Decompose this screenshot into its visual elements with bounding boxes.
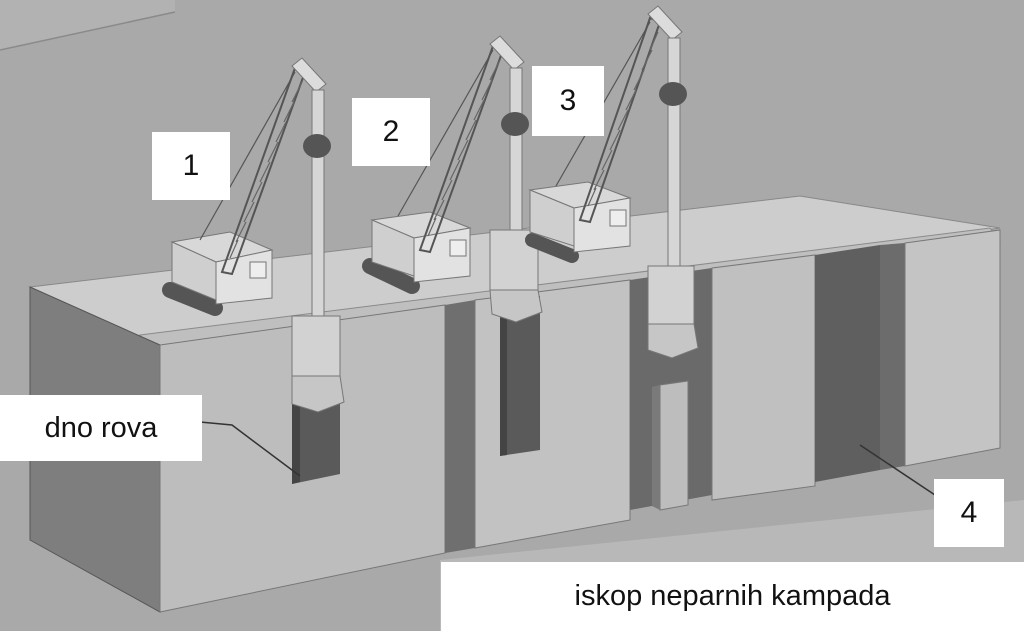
trench-slot-2-side bbox=[500, 300, 507, 456]
guide-post bbox=[659, 380, 689, 511]
crane-1-track bbox=[162, 282, 223, 316]
crane-1 bbox=[162, 57, 345, 413]
crane-3 bbox=[525, 5, 699, 359]
wall-panel-4 bbox=[904, 229, 1001, 467]
crane-3-window bbox=[609, 209, 627, 227]
crane-3-track bbox=[525, 233, 579, 263]
crane-2-window bbox=[449, 239, 467, 257]
label-crane-1: 1 bbox=[152, 132, 230, 200]
horizon-line bbox=[0, 11, 176, 51]
trench-slot-2 bbox=[500, 296, 540, 456]
crane-3-grab-body bbox=[647, 265, 695, 325]
guide-post-side bbox=[652, 385, 660, 510]
label-crane-2: 2 bbox=[352, 98, 430, 166]
crane-3-mast bbox=[667, 37, 681, 271]
wall-panel-3 bbox=[711, 254, 816, 501]
caption: iskop neparnih kampada bbox=[441, 562, 1024, 631]
wall-gap-1 bbox=[445, 300, 475, 553]
crane-2-cable bbox=[397, 49, 494, 217]
crane-2-track bbox=[362, 258, 420, 294]
crane-2-grab-jaws bbox=[489, 289, 543, 323]
crane-2-drum bbox=[501, 112, 529, 136]
label-trench-bottom: dno rova bbox=[0, 395, 202, 461]
wall-gap-3 bbox=[815, 245, 880, 482]
background-plane bbox=[0, 0, 175, 50]
crane-3-boom-lattice bbox=[587, 31, 659, 207]
label-crane-3: 3 bbox=[532, 66, 604, 136]
crane-1-cable bbox=[199, 71, 296, 241]
wall-panel-2 bbox=[474, 279, 631, 549]
crane-1-grab-jaws bbox=[291, 375, 345, 413]
crane-3-mast-head bbox=[647, 5, 683, 41]
wall-panel-4-side bbox=[880, 243, 905, 470]
crane-1-mast bbox=[311, 89, 325, 321]
leader-line-dno-rova bbox=[199, 421, 301, 477]
crane-1-grab-body bbox=[291, 315, 341, 377]
crane-2-boom-lattice bbox=[427, 59, 501, 237]
crane-1-drum bbox=[303, 134, 331, 158]
leader-line-4 bbox=[859, 444, 936, 496]
crane-1-window bbox=[249, 261, 267, 279]
crane-3-grab-jaws bbox=[647, 323, 699, 359]
label-marker-4: 4 bbox=[934, 479, 1004, 547]
crane-1-mast-head bbox=[291, 57, 327, 93]
crane-3-drum bbox=[659, 82, 687, 106]
crane-1-boom-lattice bbox=[229, 81, 303, 259]
crane-2-mast-head bbox=[489, 35, 525, 71]
